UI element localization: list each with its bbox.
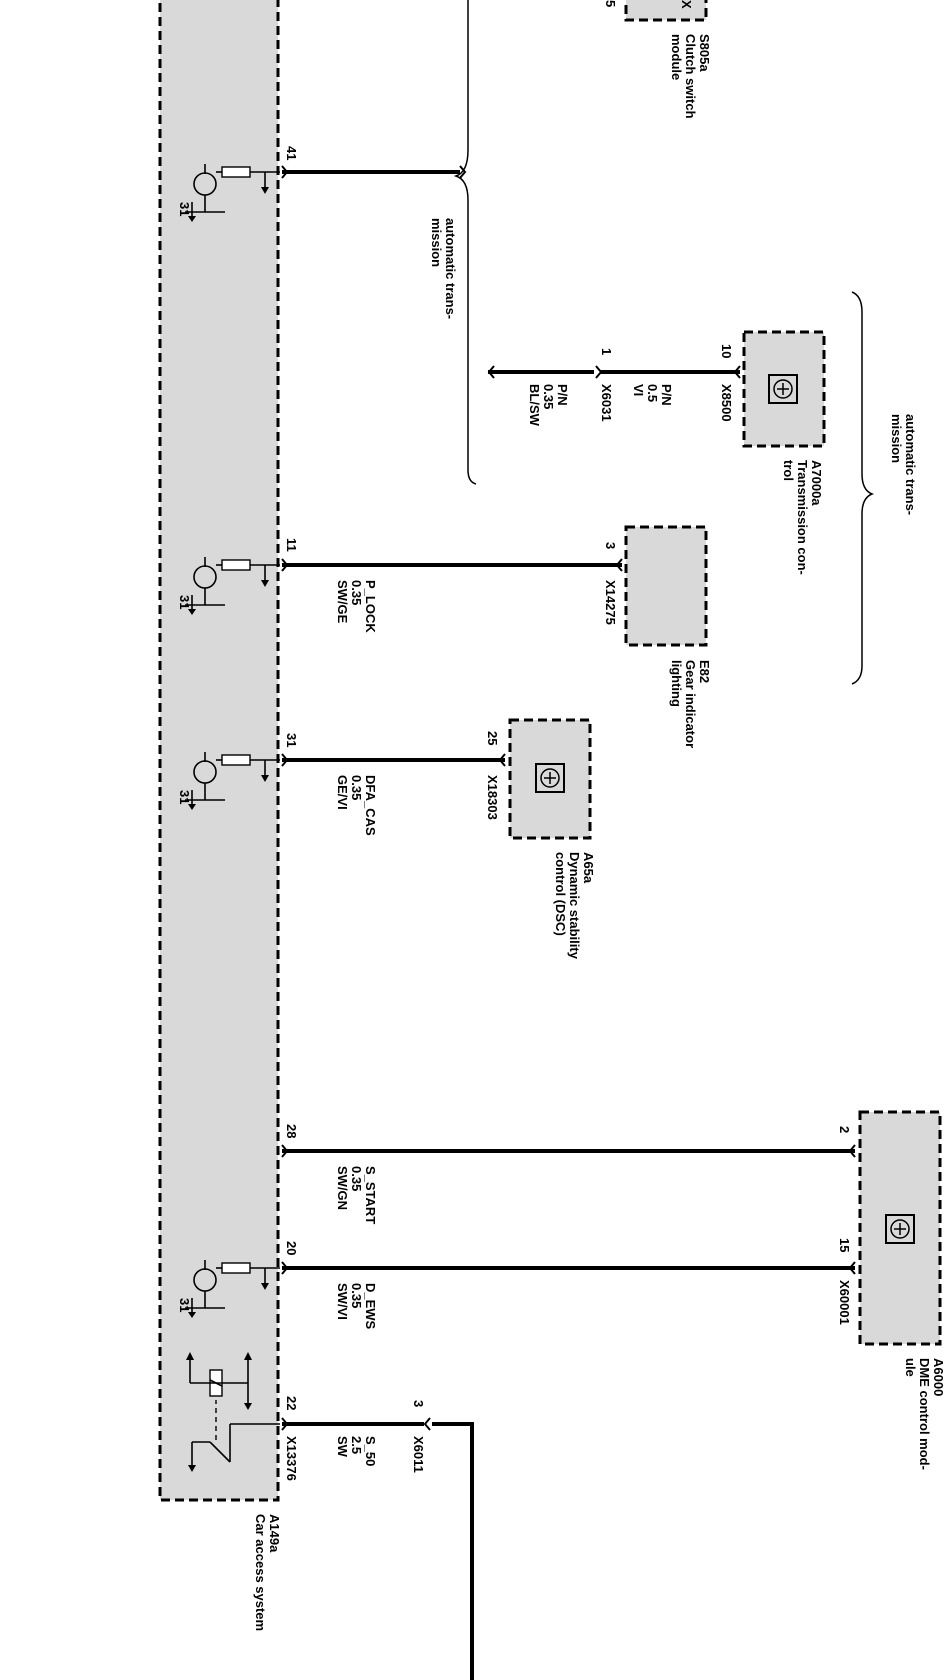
wire-22-signal: S_50 (363, 1436, 378, 1466)
clutch-top-pin: 5 (603, 0, 618, 7)
gear-indicator-box (624, 525, 708, 647)
wire-20-color: SW/VI (335, 1283, 350, 1320)
wire-31-size: 0.35 (349, 775, 364, 800)
auto-trans-brace-left (453, 0, 477, 485)
clutch-name-2: module (669, 34, 684, 80)
connector-x13376: X13376 (284, 1436, 299, 1481)
connector-x8500: X8500 (719, 384, 734, 422)
pin-10-label: 10 (719, 344, 734, 358)
wire-22-size: 2.5 (349, 1436, 364, 1454)
car-access-system-box (158, 0, 280, 1502)
gear-ind-id: E82 (697, 660, 712, 683)
dsc-name-2: control (DSC) (553, 852, 568, 936)
wire-28-size: 0.35 (349, 1166, 364, 1191)
auto-trans-brace-right (851, 291, 875, 685)
trans-ctrl-name-2: trol (781, 460, 796, 481)
wire-pin-22 (282, 1422, 474, 1680)
pin-41-label: 41 (284, 146, 299, 160)
connector-names: X8500 X6031 X14275 X18303 X60001 X6011 X… (284, 384, 852, 1481)
wire-1-signal: P/N (555, 384, 570, 406)
auto-trans-note-right-2: mission (889, 414, 904, 463)
trans-ctrl-id: A7000a (809, 460, 824, 506)
pin-25-label: 25 (485, 731, 500, 745)
cas-id: A149a (267, 1514, 282, 1553)
pin-28-label: 28 (284, 1124, 299, 1138)
ground-label: 31 (177, 202, 192, 216)
component-titles: X 5 S805a Clutch switch module A7000a Tr… (253, 0, 946, 1631)
pin-22-label: 22 (284, 1396, 299, 1410)
auto-trans-note-left-1: automatic trans- (443, 218, 458, 319)
ground-label: 31 (177, 790, 192, 804)
trans-ctrl-name-1: Transmission con- (795, 460, 810, 575)
wire-1-color: BL/SW (527, 384, 542, 427)
wire-11-signal: P_LOCK (363, 580, 378, 633)
ground-label: 31 (177, 1298, 192, 1312)
wire-20-signal: D_EWS (363, 1283, 378, 1330)
wire-31-signal: DFA_CAS (363, 775, 378, 836)
output-stage-31: 31 (177, 752, 280, 810)
connector-x6011: X6011 (411, 1436, 426, 1473)
pin-31-label: 31 (284, 733, 299, 747)
gear-ind-name-1: Gear indicator (683, 660, 698, 748)
clutch-id: S805a (697, 34, 712, 72)
dme-id: A6000 (931, 1358, 946, 1396)
auto-trans-note-right-1: automatic trans- (903, 414, 918, 515)
output-stage-11: 31 (177, 557, 280, 615)
wire-28-color: SW/GN (335, 1166, 350, 1210)
connector-x6031: X6031 (599, 384, 614, 422)
connector-x18303: X18303 (485, 775, 500, 820)
wire-20-size: 0.35 (349, 1283, 364, 1308)
pin-11-label: 11 (284, 538, 299, 552)
wire-28-signal: S_START (363, 1166, 378, 1224)
dme-name-2: ule (903, 1358, 918, 1377)
dme-name-1: DME control mod- (917, 1358, 932, 1470)
pin-1-label: 1 (599, 348, 614, 355)
pin-2-label: 2 (837, 1126, 852, 1133)
clutch-name-1: Clutch switch (683, 34, 698, 119)
wire-10-signal: P/N (659, 384, 674, 406)
wire-31-color: GE/VI (335, 775, 350, 810)
wire-22-color: SW (335, 1436, 350, 1458)
pin-3-label: 3 (603, 542, 618, 549)
dsc-id: A65a (581, 852, 596, 884)
wire-11-color: SW/GE (335, 580, 350, 624)
cas-name: Car access system (253, 1514, 268, 1631)
clutch-switch-module-box (624, 0, 708, 22)
ground-label: 31 (177, 595, 192, 609)
transmission-control-icon (768, 374, 798, 404)
output-stage-41: 31 (177, 164, 280, 222)
dsc-name-1: Dynamic stability (567, 852, 582, 960)
connector-x14275: X14275 (603, 580, 618, 625)
pin-15-label: 15 (837, 1238, 852, 1252)
output-stage-20: 31 (177, 1260, 280, 1318)
auto-trans-note-left-2: mission (429, 218, 444, 267)
dsc-icon (535, 763, 565, 793)
gear-ind-name-2: lighting (669, 660, 684, 707)
wire-10-color: VI (631, 384, 646, 396)
wire-1-size: 0.35 (541, 384, 556, 409)
relay-symbol (186, 1352, 280, 1472)
wire-10-size: 0.5 (645, 384, 660, 402)
clutch-top-letter: X (679, 0, 694, 9)
dme-icon (885, 1214, 915, 1244)
connector-marks (281, 165, 856, 1431)
wire-11-size: 0.35 (349, 580, 364, 605)
pin-numbers: 41 11 31 28 20 22 10 1 3 25 2 15 3 (284, 146, 852, 1410)
connector-x60001: X60001 (837, 1280, 852, 1325)
signal-labels: P/N 0.5 VI P/N 0.35 BL/SW P_LOCK 0.35 SW… (335, 384, 674, 1466)
pin-3-x6011-label: 3 (411, 1400, 426, 1407)
pin-20-label: 20 (284, 1241, 299, 1255)
